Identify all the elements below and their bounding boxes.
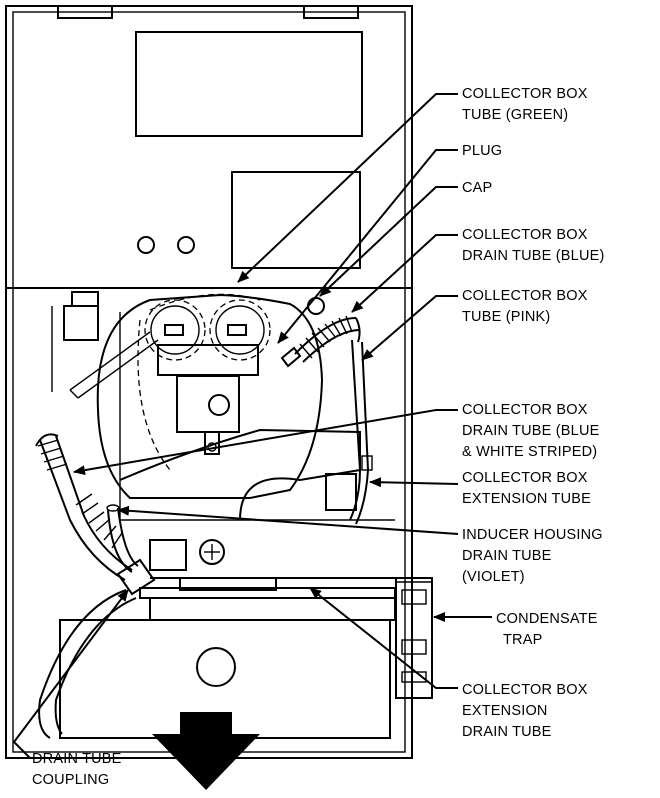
leader-lines bbox=[12, 93, 492, 759]
label-collector-box-extension-tube: COLLECTOR BOX EXTENSION TUBE bbox=[462, 470, 592, 507]
collector-box bbox=[69, 293, 395, 521]
label-condensate-trap: CONDENSATE TRAP bbox=[496, 611, 602, 648]
collector-box-tube-pink bbox=[349, 339, 373, 525]
label-cap: CAP bbox=[462, 180, 492, 196]
label-collector-box-tube-pink: COLLECTOR BOX TUBE (PINK) bbox=[462, 288, 592, 325]
collector-box-drain-tube-blue bbox=[294, 315, 361, 363]
down-arrow-icon bbox=[152, 712, 260, 790]
label-collector-box-drain-tube-blue-white: COLLECTOR BOX DRAIN TUBE (BLUE & WHITE S… bbox=[462, 402, 604, 460]
furnace-cabinet bbox=[5, 5, 413, 759]
label-collector-box-drain-tube-blue: COLLECTOR BOX DRAIN TUBE (BLUE) bbox=[462, 227, 605, 264]
collector-box-drain-tube-blue-white bbox=[35, 433, 133, 581]
label-drain-tube-coupling: DRAIN TUBE COUPLING bbox=[32, 751, 126, 788]
label-plug: PLUG bbox=[462, 143, 502, 159]
inducer-housing-drain-tube bbox=[106, 504, 139, 573]
label-inducer-housing-drain-tube: INDUCER HOUSING DRAIN TUBE (VIOLET) bbox=[462, 527, 607, 585]
label-collector-box-tube-green: COLLECTOR BOX TUBE (GREEN) bbox=[462, 86, 592, 123]
drain-tube-coupling bbox=[38, 558, 156, 739]
label-collector-box-extension-drain-tube: COLLECTOR BOX EXTENSION DRAIN TUBE bbox=[462, 682, 592, 740]
